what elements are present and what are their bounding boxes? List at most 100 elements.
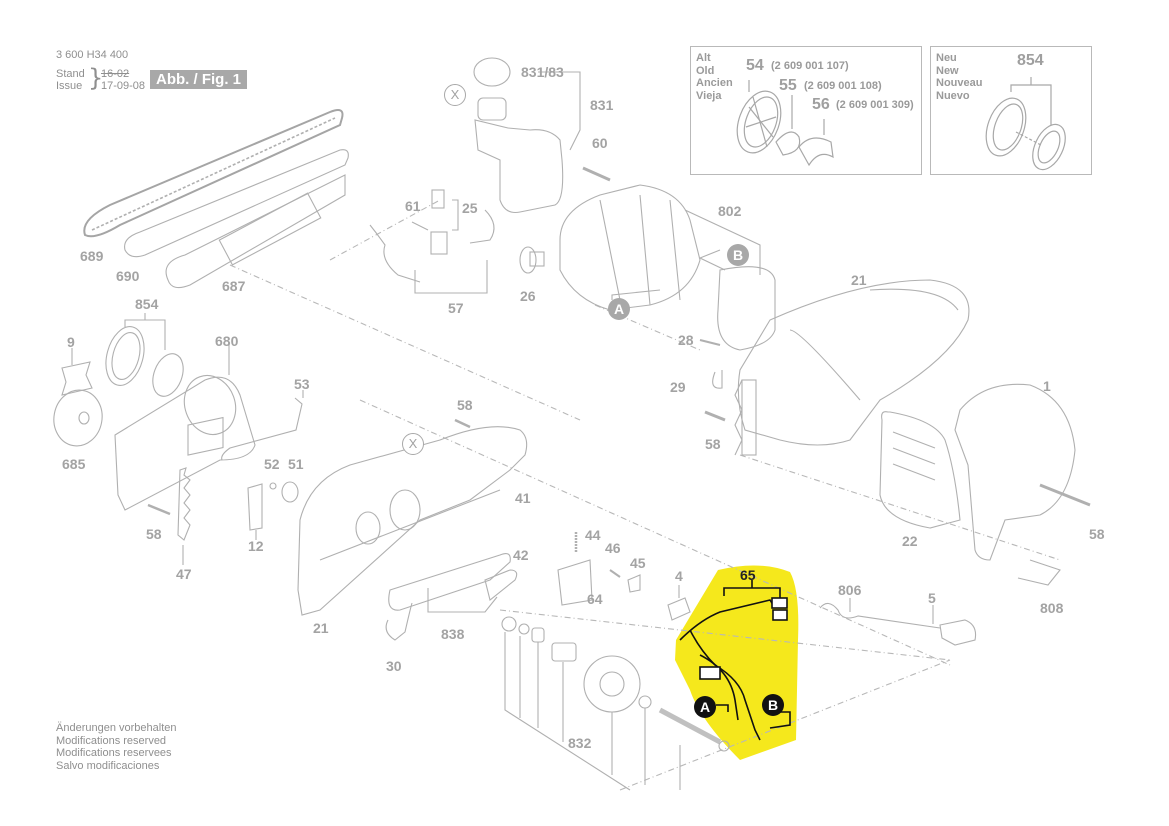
callout-44: 44: [585, 527, 601, 543]
callout-806: 806: [838, 582, 862, 598]
brace-glyph: }: [88, 64, 104, 92]
housing-left-21: [297, 426, 528, 616]
callout-21-left: 21: [313, 620, 329, 636]
footer-line-fr: Modifications reservees: [56, 747, 172, 759]
callout-29: 29: [670, 379, 686, 395]
callout-854: 854: [135, 296, 159, 312]
callout-58-left: 58: [146, 526, 162, 542]
switch-4: [667, 597, 691, 621]
callout-680: 680: [215, 333, 239, 349]
housing-handle-21: [737, 279, 970, 446]
callout-51: 51: [288, 456, 304, 472]
callout-64: 64: [587, 591, 603, 607]
slider-41: [388, 553, 511, 611]
plate-12: [247, 483, 263, 531]
gear-26: [519, 246, 537, 274]
part-ref-854-new: 854: [1017, 52, 1044, 69]
motor-cover-1: [954, 383, 1076, 561]
footer-disclaimer: Änderungen vorbehalten Modifications res…: [56, 722, 176, 772]
issue-date: 17-09-08: [101, 80, 146, 92]
part-ref-56: 56: [812, 96, 830, 113]
worm-832: [551, 642, 577, 662]
old-parts-drawing: [736, 80, 834, 167]
part-number-56: (2 609 001 309): [836, 99, 914, 111]
marker-x-housing: X: [402, 433, 424, 455]
bar-cover-687: [165, 174, 346, 289]
callout-41: 41: [515, 490, 531, 506]
marker-b-harness: B: [762, 694, 784, 716]
callout-802: 802: [718, 203, 742, 219]
motor-end-cap: [717, 266, 776, 351]
part-number-55: (2 609 001 108): [804, 80, 882, 92]
callout-65-harness: 65: [740, 567, 756, 583]
label-ancien: Ancien: [696, 77, 733, 89]
callout-53: 53: [294, 376, 310, 392]
old-cam-55: [775, 131, 801, 156]
cord-806: [819, 602, 941, 629]
wiring-harness-65: [679, 580, 791, 741]
callout-9: 9: [67, 334, 75, 350]
callout-52: 52: [264, 456, 280, 472]
oil-cap: [473, 57, 511, 87]
old-pulley-54: [736, 90, 782, 154]
marker-a-harness: A: [694, 696, 716, 718]
label-new: New: [936, 64, 959, 77]
knob-45: [627, 574, 641, 593]
callout-5: 5: [928, 590, 936, 606]
bracket-64: [557, 559, 593, 606]
oil-tank-831: [474, 119, 564, 214]
chain-catcher-47: [177, 467, 191, 541]
oil-pump-25: [431, 189, 445, 209]
label-nouveau: Nouveau: [936, 77, 983, 89]
guide-bar-690: [124, 149, 349, 258]
callout-58-right: 58: [705, 436, 721, 452]
new-clutch: [1032, 123, 1066, 171]
rod-53: [221, 397, 303, 461]
stand-issue-dates: 16-02 17-09-08: [101, 68, 145, 92]
footer-line-de: Änderungen vorbehalten: [56, 722, 177, 734]
label-sticker-9: [61, 361, 93, 396]
callout-838: 838: [441, 626, 465, 642]
callout-22: 22: [902, 533, 918, 549]
callout-689: 689: [80, 248, 104, 264]
callout-60: 60: [592, 135, 608, 151]
callout-30: 30: [386, 658, 402, 674]
callout-831-83: 831/83: [521, 64, 564, 80]
callout-46: 46: [605, 540, 621, 556]
old-labels: Alt Old Ancien Vieja: [696, 52, 733, 102]
callout-685: 685: [62, 456, 86, 472]
callout-25: 25: [462, 200, 478, 216]
label-nuevo: Nuevo: [936, 89, 970, 102]
marker-b-motor: B: [727, 244, 749, 266]
old-parts-box: Alt Old Ancien Vieja 54 (2 609 001 107) …: [690, 46, 922, 175]
stand-label: Stand: [56, 68, 85, 80]
clutch-854: [152, 353, 184, 397]
figure-badge: Abb. / Fig. 1: [150, 70, 247, 89]
callout-21-right: 21: [851, 272, 867, 288]
hose-57: [369, 224, 421, 283]
label-old: Old: [696, 64, 715, 77]
callout-61: 61: [405, 198, 421, 214]
lever-838: [484, 569, 518, 601]
callout-808: 808: [1040, 600, 1064, 616]
marker-a-motor: A: [608, 298, 630, 320]
label-alt: Alt: [696, 52, 711, 64]
plug-5: [939, 619, 977, 646]
callout-57: 57: [448, 300, 464, 316]
callout-26: 26: [520, 288, 536, 304]
motor-assembly: [559, 184, 701, 311]
part-ref-54: 54: [746, 57, 764, 74]
clip-30: [385, 602, 413, 641]
document-number: 3 600 H34 400: [56, 49, 129, 61]
callout-12: 12: [248, 538, 264, 554]
saw-chain-689: [83, 109, 344, 238]
callout-690: 690: [116, 268, 140, 284]
label-neu: Neu: [936, 52, 957, 64]
new-pulley: [985, 97, 1027, 157]
callout-42: 42: [513, 547, 529, 563]
old-clutch-56: [798, 137, 834, 167]
issue-label: Issue: [56, 80, 83, 92]
callout-47: 47: [176, 566, 192, 582]
housing-cover-680: [114, 376, 256, 511]
